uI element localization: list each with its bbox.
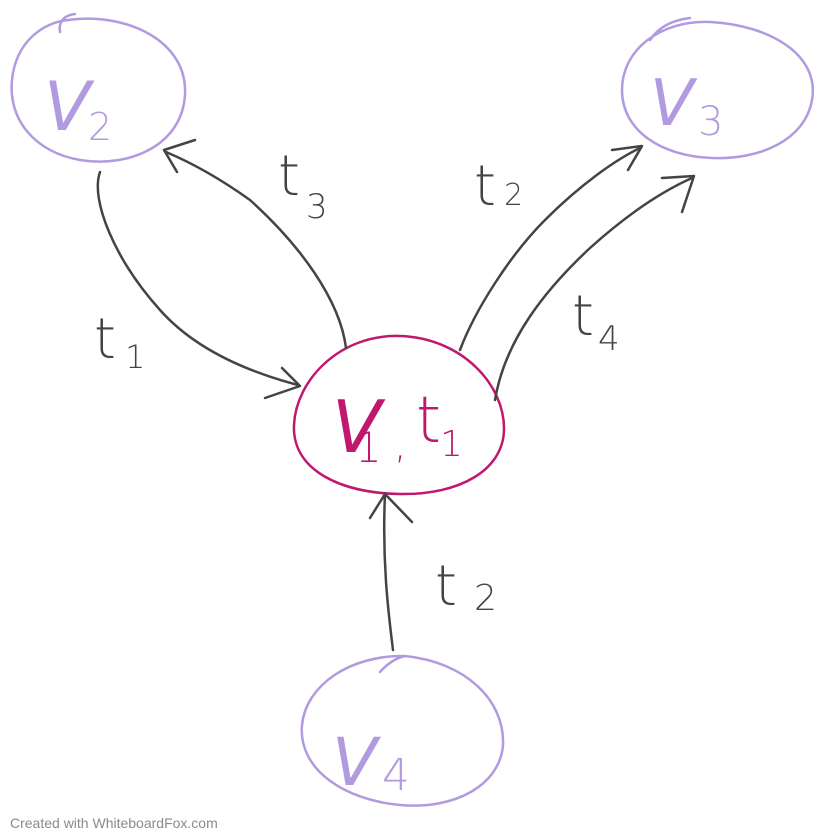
node-v4-subscript: 4 [382,750,410,801]
edge-v2-to-v1-subscript: 1 [125,338,145,376]
edge-v1-to-v3-upper-subscript: 2 [504,178,523,213]
node-v1-separator: , [394,422,407,468]
edge-v1-to-v2-line [164,150,348,350]
node-v1-outline [292,334,506,496]
edge-v1-to-v3-lower: t 4 [493,174,696,402]
edge-v1-to-v2-arrowhead [162,138,197,174]
edge-v1-to-v2: t 3 [162,138,348,350]
edge-v1-to-v2-subscript: 3 [306,187,328,227]
edge-v4-to-v1-subscript: 2 [474,578,497,619]
edge-v4-to-v1-arrowhead [368,492,414,524]
edge-v1-to-v3-lower-line [493,176,694,402]
node-v4: V 4 [300,654,505,807]
edge-v1-to-v3-upper-line [458,146,642,352]
edge-v4-to-v1-label: t [435,554,457,619]
edge-v1-to-v2-label: t [278,144,300,209]
edge-v2-to-v1: t 1 [94,170,302,400]
node-v3-label: V [650,67,698,141]
edge-v2-to-v1-label: t [94,307,116,372]
node-v4-label: V [332,724,381,801]
edge-v1-to-v3-upper-label: t [474,154,496,219]
node-v1: V 1 , t 1 [292,334,506,496]
node-v2-subscript: 2 [88,105,112,149]
node-v3-outline [620,16,815,160]
node-v1-label: V [332,385,386,469]
node-v1-subscript: 1 [355,423,382,472]
edge-v1-to-v3-lower-label: t [572,284,594,349]
edge-v1-to-v3-lower-subscript: 4 [598,319,620,359]
edge-v1-to-v3-upper-arrowhead [610,144,644,172]
footer-credit: Created with WhiteboardFox.com [10,815,218,831]
node-v3-subscript: 3 [698,99,723,145]
node-v2: V 2 [10,12,187,163]
node-v2-outline [10,12,187,163]
edge-v4-to-v1: t 2 [368,492,497,652]
edge-v2-to-v1-arrowhead [263,366,302,400]
edge-v4-to-v1-line [382,492,395,652]
edge-v1-to-v3-lower-arrowhead [660,174,696,214]
node-v2-label: V [44,68,95,147]
node-v1-subscript-t: 1 [440,424,463,465]
edge-v1-to-v3-upper: t 2 [458,144,644,352]
node-v1-label-t: t [416,384,441,458]
node-v3: V 3 [620,16,815,160]
node-v4-outline [300,654,505,807]
edge-v2-to-v1-line [96,170,300,387]
